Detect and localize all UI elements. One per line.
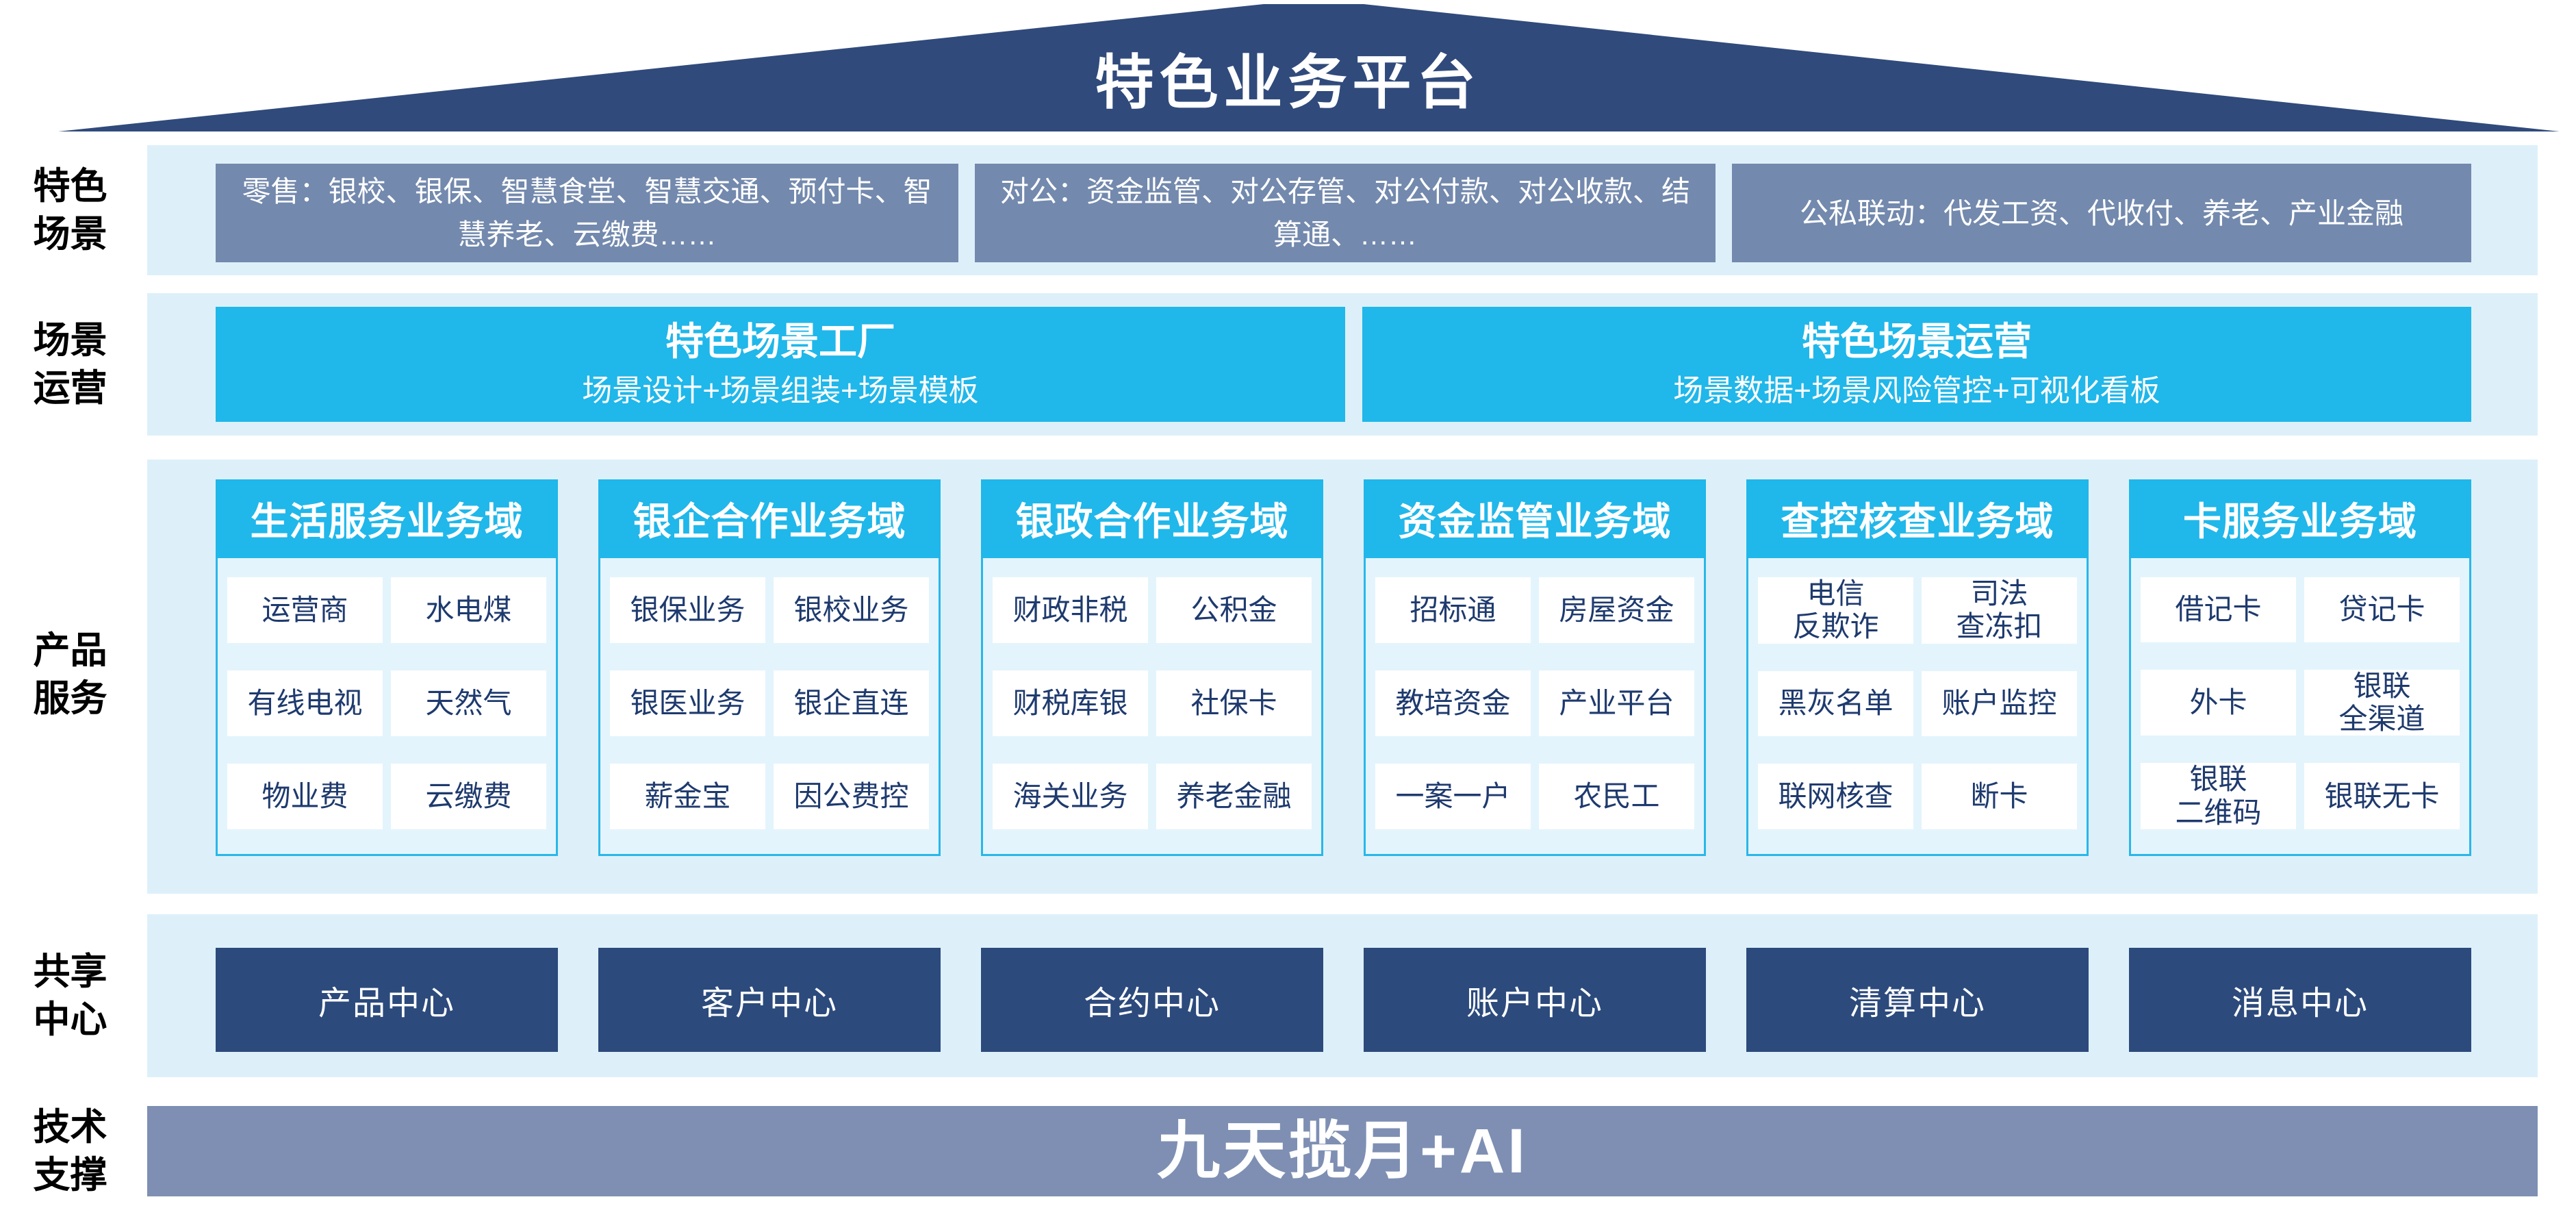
product-cell: 借记卡 bbox=[2141, 577, 2296, 642]
product-cell: 账户监控 bbox=[1922, 670, 2077, 737]
column-header: 银政合作业务域 bbox=[981, 479, 1323, 558]
side-label-tech: 技术 支撑 bbox=[33, 1107, 107, 1196]
column-header: 查控核查业务域 bbox=[1746, 479, 2089, 558]
center-box-product: 产品中心 bbox=[216, 948, 558, 1052]
scene-operation-subtitle: 场景数据+场景风险管控+可视化看板 bbox=[1673, 374, 2160, 407]
roof-shape bbox=[58, 4, 2560, 131]
center-box-customer: 客户中心 bbox=[598, 948, 941, 1052]
product-cell: 养老金融 bbox=[1156, 764, 1312, 829]
side-label-product: 产品 服务 bbox=[33, 630, 107, 720]
column-body: 招标通 房屋资金 教培资金 产业平台 一案一户 农民工 bbox=[1364, 558, 1706, 856]
product-cell: 社保卡 bbox=[1156, 670, 1312, 736]
side-label-share: 共享 中心 bbox=[33, 951, 107, 1041]
column-fund-supervision: 资金监管业务域 招标通 房屋资金 教培资金 产业平台 一案一户 农民工 bbox=[1364, 479, 1706, 856]
column-body: 财政非税 公积金 财税库银 社保卡 海关业务 养老金融 bbox=[981, 558, 1323, 856]
platform-roof bbox=[58, 4, 2560, 131]
product-cell: 贷记卡 bbox=[2304, 577, 2460, 642]
center-box-account: 账户中心 bbox=[1364, 948, 1706, 1052]
product-cell: 招标通 bbox=[1375, 577, 1531, 643]
product-cell: 公积金 bbox=[1156, 577, 1312, 643]
scene-box-public-private: 公私联动：代发工资、代收付、养老、产业金融 bbox=[1732, 164, 2471, 262]
product-cell: 海关业务 bbox=[993, 764, 1148, 829]
product-cell: 银联无卡 bbox=[2304, 763, 2460, 829]
scene-box-corporate: 对公：资金监管、对公存管、对公付款、对公收款、结算通、…… bbox=[975, 164, 1716, 262]
product-cell: 产业平台 bbox=[1539, 670, 1694, 736]
column-header: 资金监管业务域 bbox=[1364, 479, 1706, 558]
column-card-service: 卡服务业务域 借记卡 贷记卡 外卡 银联 全渠道 银联 二维码 银联无卡 bbox=[2129, 479, 2471, 856]
product-cell: 银联 全渠道 bbox=[2304, 669, 2460, 736]
column-header: 卡服务业务域 bbox=[2129, 479, 2471, 558]
product-cell: 财政非税 bbox=[993, 577, 1148, 643]
column-header: 生活服务业务域 bbox=[216, 479, 558, 558]
product-cell: 教培资金 bbox=[1375, 670, 1531, 736]
scene-factory-subtitle: 场景设计+场景组装+场景模板 bbox=[582, 374, 979, 407]
side-label-operation: 场景 运营 bbox=[33, 320, 107, 410]
column-body: 借记卡 贷记卡 外卡 银联 全渠道 银联 二维码 银联无卡 bbox=[2129, 558, 2471, 856]
product-cell: 因公费控 bbox=[774, 764, 929, 829]
product-cell: 财税库银 bbox=[993, 670, 1148, 736]
product-cell: 黑灰名单 bbox=[1758, 670, 1913, 737]
product-cell: 银校业务 bbox=[774, 577, 929, 643]
column-body: 银保业务 银校业务 银医业务 银企直连 薪金宝 因公费控 bbox=[598, 558, 941, 856]
product-cell: 水电煤 bbox=[391, 577, 546, 643]
column-body: 电信 反欺诈 司法 查冻扣 黑灰名单 账户监控 联网核查 断卡 bbox=[1746, 558, 2089, 856]
product-cell: 农民工 bbox=[1539, 764, 1694, 829]
product-cell: 云缴费 bbox=[391, 764, 546, 829]
product-cell: 薪金宝 bbox=[610, 764, 765, 829]
scene-factory-box: 特色场景工厂 场景设计+场景组装+场景模板 bbox=[216, 307, 1345, 422]
scene-operation-box: 特色场景运营 场景数据+场景风险管控+可视化看板 bbox=[1362, 307, 2471, 422]
product-cell: 天然气 bbox=[391, 670, 546, 736]
product-cell: 银医业务 bbox=[610, 670, 765, 736]
product-cell: 有线电视 bbox=[227, 670, 383, 736]
product-cell: 联网核查 bbox=[1758, 764, 1913, 829]
product-cell: 银联 二维码 bbox=[2141, 763, 2296, 829]
column-life-service: 生活服务业务域 运营商 水电煤 有线电视 天然气 物业费 云缴费 bbox=[216, 479, 558, 856]
platform-title: 特色业务平台 bbox=[1095, 50, 1481, 116]
product-cell: 运营商 bbox=[227, 577, 383, 643]
product-cell: 电信 反欺诈 bbox=[1758, 577, 1913, 644]
column-check-verify: 查控核查业务域 电信 反欺诈 司法 查冻扣 黑灰名单 账户监控 联网核查 断卡 bbox=[1746, 479, 2089, 856]
tech-support-bar: 九天揽月+AI bbox=[147, 1106, 2538, 1196]
product-cell: 一案一户 bbox=[1375, 764, 1531, 829]
center-box-message: 消息中心 bbox=[2129, 948, 2471, 1052]
product-cell: 司法 查冻扣 bbox=[1922, 577, 2077, 644]
product-cell: 银保业务 bbox=[610, 577, 765, 643]
product-cell: 外卡 bbox=[2141, 669, 2296, 736]
scene-operation-title: 特色场景运营 bbox=[1802, 320, 2032, 363]
center-box-contract: 合约中心 bbox=[981, 948, 1323, 1052]
side-label-scene: 特色 场景 bbox=[33, 166, 107, 255]
tech-support-text: 九天揽月+AI bbox=[1157, 1116, 1528, 1186]
center-box-clearing: 清算中心 bbox=[1746, 948, 2089, 1052]
product-cell: 银企直连 bbox=[774, 670, 929, 736]
scene-box-retail: 零售：银校、银保、智慧食堂、智慧交通、预付卡、智慧养老、云缴费…… bbox=[216, 164, 958, 262]
product-cell: 房屋资金 bbox=[1539, 577, 1694, 643]
column-bank-government: 银政合作业务域 财政非税 公积金 财税库银 社保卡 海关业务 养老金融 bbox=[981, 479, 1323, 856]
scene-factory-title: 特色场景工厂 bbox=[665, 320, 895, 363]
column-header: 银企合作业务域 bbox=[598, 479, 941, 558]
column-body: 运营商 水电煤 有线电视 天然气 物业费 云缴费 bbox=[216, 558, 558, 856]
product-cell: 物业费 bbox=[227, 764, 383, 829]
product-cell: 断卡 bbox=[1922, 764, 2077, 829]
column-bank-enterprise: 银企合作业务域 银保业务 银校业务 银医业务 银企直连 薪金宝 因公费控 bbox=[598, 479, 941, 856]
